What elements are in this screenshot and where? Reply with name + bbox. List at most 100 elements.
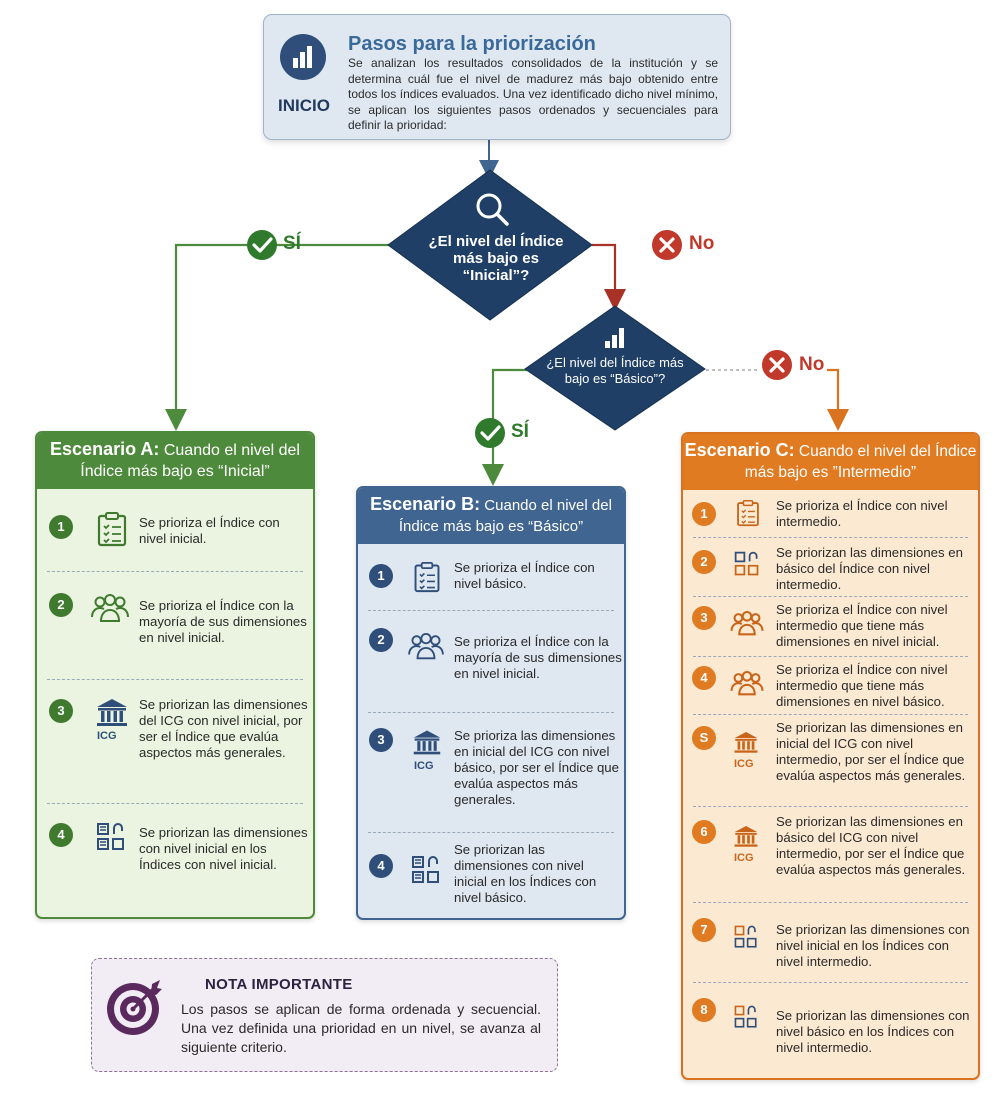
arrow-no-to-decision2 xyxy=(592,243,626,311)
step-number: 2 xyxy=(692,550,716,574)
target-icon xyxy=(107,980,162,1035)
decision1-question: ¿El nivel del Índice más bajo es “Inicia… xyxy=(428,233,564,284)
step-text: Se prioriza el Índice con la mayoría de … xyxy=(454,634,622,681)
note-text: Los pasos se aplican de forma ordenada y… xyxy=(181,1001,541,1055)
close-icon xyxy=(652,230,682,260)
users-group-icon xyxy=(408,632,444,660)
icg-label: ICG xyxy=(414,760,434,772)
step-number: S xyxy=(692,726,716,750)
step-number: 4 xyxy=(369,854,393,878)
step-number: 4 xyxy=(49,823,73,847)
users-group-icon xyxy=(91,594,129,622)
icg-label: ICG xyxy=(734,758,754,770)
scenario-b-title-rest: Cuando el nivel del Índice más bajo es “… xyxy=(398,497,612,535)
divider xyxy=(368,832,614,833)
dimensions-grid-icon xyxy=(734,925,757,948)
step-text: Se prioriza las dimensiones en inicial d… xyxy=(454,728,619,807)
decision1-yes-label: SÍ xyxy=(283,233,301,254)
icg-label: ICG xyxy=(97,730,117,742)
step-number: 7 xyxy=(692,918,716,942)
scenario-c-card: Escenario C: Cuando el nivel del Índice … xyxy=(681,432,980,1080)
dimensions-grid-icon xyxy=(734,1005,757,1028)
step-number: 3 xyxy=(692,606,716,630)
scenario-c-title-rest: Cuando el nivel del Índice más bajo es ”… xyxy=(744,443,977,481)
start-label: INICIO xyxy=(278,96,330,115)
step-text: Se priorizan las dimensiones con nivel b… xyxy=(776,1008,970,1055)
bar-chart-icon xyxy=(605,328,624,348)
step-text: Se priorizan las dimensiones en básico d… xyxy=(776,814,966,877)
step-number: 3 xyxy=(49,699,73,723)
dimensions-grid-icon xyxy=(412,856,439,883)
icg-label: ICG xyxy=(734,852,754,864)
step-text: Se prioriza el Índice con nivel intermed… xyxy=(776,602,948,649)
decision1-no-label: No xyxy=(689,233,715,254)
step-number: 2 xyxy=(369,628,393,652)
scenario-a-title-rest: Cuando el nivel del Índice más bajo es “… xyxy=(80,442,300,480)
scenario-c-header: Escenario C: Cuando el nivel del Índice … xyxy=(683,434,978,490)
decision2-question: ¿El nivel del Índice más bajo es “Básico… xyxy=(546,355,684,386)
users-group-icon xyxy=(730,610,764,636)
note-title: NOTA IMPORTANTE xyxy=(205,976,353,993)
start-box xyxy=(263,14,731,140)
scenario-a-title-bold: Escenario A: xyxy=(50,439,160,459)
scenario-b-title-bold: Escenario B: xyxy=(370,494,481,514)
scenario-b-header: Escenario B: Cuando el nivel del Índice … xyxy=(358,488,624,544)
scenario-a-card: Escenario A: Cuando el nivel del Índice … xyxy=(35,431,315,919)
step-text: Se prioriza el Índice con nivel intermed… xyxy=(776,662,948,709)
divider xyxy=(693,982,968,983)
arrow-yes-to-scenario-a xyxy=(165,243,390,431)
step-number: 4 xyxy=(692,666,716,690)
step-text: Se priorizan las dimensiones en inicial … xyxy=(776,720,966,783)
divider xyxy=(47,803,303,804)
step-number: 1 xyxy=(369,564,393,588)
start-description: Se analizan los resultados consolidados … xyxy=(348,56,718,132)
step-text: Se prioriza el Índice con nivel intermed… xyxy=(776,498,948,529)
step-number: 8 xyxy=(692,998,716,1022)
divider xyxy=(47,679,303,680)
institution-building-icon xyxy=(413,730,441,755)
divider xyxy=(47,571,303,572)
decision1-diamond xyxy=(387,169,593,321)
search-icon xyxy=(476,193,509,226)
step-text: Se priorizan las dimensiones con nivel i… xyxy=(139,825,308,872)
divider xyxy=(693,537,968,538)
divider xyxy=(693,806,968,807)
check-icon xyxy=(475,418,505,448)
clipboard-checklist-icon xyxy=(97,512,127,547)
divider xyxy=(693,714,968,715)
scenario-a-header: Escenario A: Cuando el nivel del Índice … xyxy=(37,433,313,489)
decision2-no-label: No xyxy=(799,354,825,375)
close-icon xyxy=(762,350,792,380)
step-text: Se priorizan las dimensiones del ICG con… xyxy=(139,697,308,760)
step-number: 2 xyxy=(49,593,73,617)
divider xyxy=(693,902,968,903)
divider xyxy=(693,596,968,597)
scenario-b-card: Escenario B: Cuando el nivel del Índice … xyxy=(356,486,626,920)
start-title: Pasos para la priorización xyxy=(348,33,596,55)
chart-icon xyxy=(280,34,326,80)
divider xyxy=(368,712,614,713)
decision2-yes-label: SÍ xyxy=(511,421,529,442)
decision2-diamond xyxy=(524,305,706,431)
step-text: Se priorizan las dimensiones con nivel i… xyxy=(454,842,597,905)
dimensions-grid-icon xyxy=(97,823,124,850)
arrow-no-to-scenario-c xyxy=(827,368,849,431)
divider xyxy=(693,656,968,657)
institution-building-icon xyxy=(734,826,758,847)
dimensions-grid-icon xyxy=(734,551,759,576)
check-icon xyxy=(247,230,277,260)
step-number: 1 xyxy=(49,515,73,539)
clipboard-checklist-icon xyxy=(737,500,759,527)
users-group-icon xyxy=(730,670,764,696)
step-number: 3 xyxy=(369,728,393,752)
important-note-box xyxy=(91,958,558,1072)
step-text: Se prioriza el Índice con nivel inicial. xyxy=(139,515,280,546)
divider xyxy=(368,610,614,611)
step-text: Se priorizan las dimensiones con nivel i… xyxy=(776,922,970,969)
institution-building-icon xyxy=(97,699,127,726)
institution-building-icon xyxy=(734,732,758,753)
step-number: 6 xyxy=(692,820,716,844)
clipboard-checklist-icon xyxy=(414,562,440,593)
step-text: Se prioriza el Índice con la mayoría de … xyxy=(139,598,307,645)
